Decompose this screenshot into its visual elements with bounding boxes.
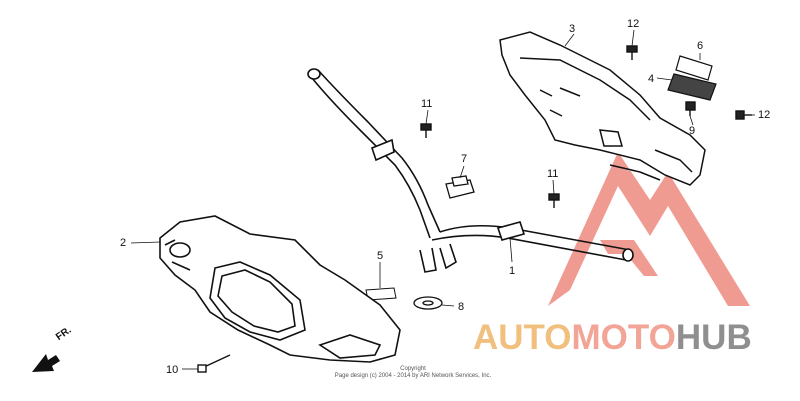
callout-9: 9 [689,125,696,137]
rear-handlebar-cover [499,31,706,186]
callout-12-upper: 12 [627,18,640,30]
callout-10: 10 [166,364,179,376]
callout-6: 6 [697,40,704,52]
callout-5: 5 [377,250,384,262]
front-handlebar-cover [159,215,401,363]
screw-11a [420,123,432,138]
callout-4: 4 [648,73,655,85]
copyright-line-2: Page design (c) 2004 - 2014 by ARI Netwo… [334,373,492,379]
callout-8: 8 [458,301,465,313]
logo-auto: AUTO [473,318,572,357]
watermark-triangle-icon [548,152,750,306]
grommet [445,175,475,199]
handlebar-pipe [307,68,634,273]
copyright-notice: Copyright Page design (c) 2004 - 2014 by… [318,366,508,380]
screw-12a [626,45,638,60]
callout-3: 3 [569,23,576,35]
logo-hub: HUB [675,318,752,357]
washer [413,296,443,310]
emblem [667,55,717,101]
front-direction-arrow-icon [32,354,60,372]
watermark-logo: AUTOMOTOHUB [473,318,752,358]
callout-7: 7 [461,153,468,165]
callout-12-right: 12 [758,109,771,121]
copyright-line-1: Copyright [400,366,426,372]
callout-11-lower: 11 [547,168,559,180]
leader-lines [130,29,755,370]
callout-2: 2 [120,237,127,249]
screw-10 [197,354,231,373]
screw-9 [685,101,696,116]
logo-moto: MOTO [571,318,676,357]
screw-11b [548,193,560,208]
screw-12b [735,110,752,120]
callout-11-upper: 11 [421,98,433,110]
callout-1: 1 [509,265,516,277]
